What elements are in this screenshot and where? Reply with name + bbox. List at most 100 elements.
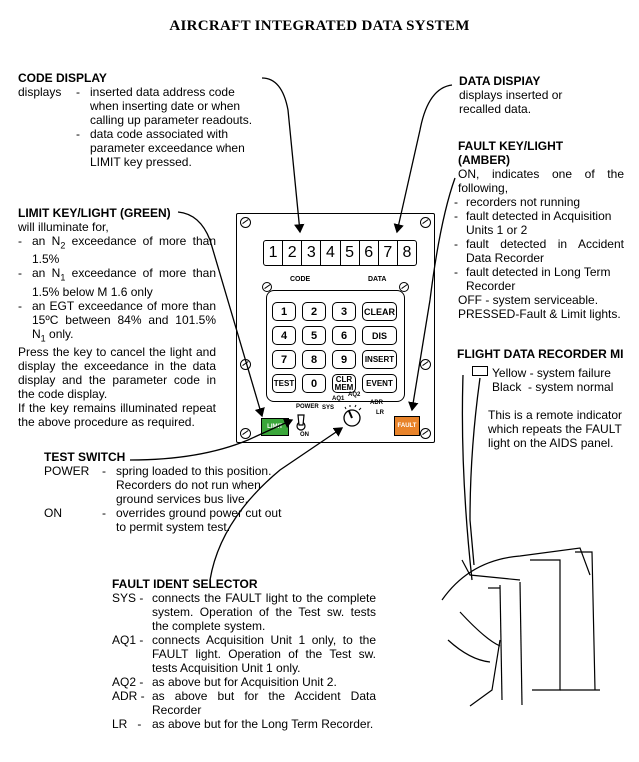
digit-cell: 2: [282, 241, 301, 265]
code-display-section: CODE DISPLAY displays - inserted data ad…: [18, 71, 258, 169]
selector-key: AQ2 -: [112, 675, 144, 689]
test-switch-on: ON-overrides ground power cut out to per…: [44, 506, 284, 534]
fault-key-item: -fault detected in Acquisition Units 1 o…: [454, 209, 624, 237]
key-3[interactable]: 3: [332, 302, 356, 321]
fdr-heading: FLIGHT DATA RECORDER MI: [457, 347, 624, 361]
power-text: spring loaded to this position. Recorder…: [116, 464, 272, 506]
selector-text: as above but for the Accident Data Recor…: [152, 689, 376, 717]
fdr-yellow: Yellow - system failure: [492, 366, 611, 380]
selector-key: LR -: [112, 717, 142, 731]
screw-icon: [420, 428, 431, 439]
keypad-frame: [266, 290, 405, 402]
limit-item3-sub: 1: [40, 333, 46, 344]
limit-item1-sub: 2: [60, 240, 66, 251]
key-0[interactable]: 0: [302, 374, 326, 393]
keypad: 1 2 3 CLEAR 4 5 6 DIS 7 8 9 INSERT TEST …: [272, 302, 399, 395]
screw-icon: [240, 217, 251, 228]
digit-cell: 8: [396, 241, 416, 265]
limit-item: -an N1 exceedance of more than 1.5% belo…: [18, 266, 216, 299]
sel-lr: LR: [376, 410, 384, 416]
fault-key-item: -fault detected in Long Term Recorder: [454, 265, 624, 293]
key-4[interactable]: 4: [272, 326, 296, 345]
test-switch-heading: TEST SWITCH: [44, 450, 126, 464]
digit-cell: 3: [301, 241, 320, 265]
test-key[interactable]: TEST: [272, 374, 296, 393]
limit-item1-pre: an N: [32, 234, 61, 248]
test-switch-section: TEST SWITCH POWER-spring loaded to this …: [44, 450, 284, 534]
fdr-black: Black - system normal: [492, 380, 614, 394]
selector-section: FAULT IDENT SELECTOR SYS -connects the F…: [112, 577, 376, 731]
digit-cell: 7: [377, 241, 397, 265]
code-display-item2: - data code associated with parameter ex…: [18, 127, 258, 169]
fault-key-heading: FAULT KEY/LIGHT: [458, 139, 564, 153]
data-display-text: displays inserted or recalled data.: [459, 88, 563, 116]
selector-key: ADR -: [112, 689, 145, 703]
sel-aq2: AQ2: [348, 392, 361, 398]
fault-key-item: -recorders not running: [454, 195, 624, 209]
data-label: DATA: [368, 276, 387, 283]
selector-row: LR - as above but for the Long Term Recor…: [112, 717, 376, 731]
selector-row: AQ2 -as above but for Acquisition Unit 2…: [112, 675, 376, 689]
key-9[interactable]: 9: [332, 350, 356, 369]
recorder-sketch: [441, 547, 600, 707]
limit-item3-pre: an EGT exceedance of more than 15ºC betw…: [32, 298, 216, 341]
sel-sys: SYS: [322, 405, 335, 411]
code-display-item1-text: inserted data address code when insertin…: [90, 85, 253, 127]
data-display-heading: DATA DISPIAY: [459, 74, 541, 88]
limit-key-para1: Press the key to cancel the light and di…: [18, 345, 216, 402]
code-display-item2-text: data code associated with parameter exce…: [90, 127, 245, 169]
fdr-remote: This is a remote indicator which repeats…: [488, 408, 623, 450]
fault-key-light[interactable]: FAULT: [394, 416, 420, 436]
fdr-indicator-box: [472, 366, 488, 376]
sel-aq1: AQ1: [332, 396, 345, 402]
limit-key-intro: will illuminate for,: [18, 220, 109, 234]
fault-key-intro: ON, indicates one of the following,: [458, 167, 624, 195]
key-6[interactable]: 6: [332, 326, 356, 345]
key-8[interactable]: 8: [302, 350, 326, 369]
fault-key-section: FAULT KEY/LIGHT (AMBER) ON, indicates on…: [454, 139, 624, 321]
screw-icon: [262, 282, 272, 292]
fault-key-subheading: (AMBER): [458, 153, 510, 167]
selector-text: as above but for the Long Term Recorder.: [152, 717, 374, 731]
key-7[interactable]: 7: [272, 350, 296, 369]
screw-icon: [399, 282, 409, 292]
fault-key-item-text: fault detected in Acquisition Units 1 or…: [466, 209, 612, 237]
key-2[interactable]: 2: [302, 302, 326, 321]
screw-icon: [420, 217, 431, 228]
key-1[interactable]: 1: [272, 302, 296, 321]
digit-display: 1 2 3 4 5 6 7 8: [263, 240, 417, 266]
code-display-item1: displays - inserted data address code wh…: [18, 85, 258, 127]
limit-item3-post: only.: [45, 326, 74, 341]
test-switch-power: POWER-spring loaded to this position. Re…: [44, 464, 284, 506]
digit-cell: 6: [358, 241, 378, 265]
limit-item: -an EGT exceedance of more than 15ºC bet…: [18, 298, 216, 344]
digit-cell: 4: [320, 241, 339, 265]
key-5[interactable]: 5: [302, 326, 326, 345]
dash: -: [76, 127, 80, 141]
test-switch-icon[interactable]: [294, 412, 308, 432]
limit-item2-post: exceedance of more than 1.5% below M 1.6…: [32, 266, 216, 299]
limit-item2-pre: an N: [32, 266, 61, 281]
fault-key-item-text: recorders not running: [466, 195, 581, 209]
power-label: POWER: [296, 404, 319, 410]
fault-key-off: OFF - system serviceable.: [458, 293, 599, 307]
fault-key-item-text: fault detected in Long Term Recorder: [466, 265, 611, 293]
clear-key[interactable]: CLEAR: [362, 302, 397, 321]
selector-row: ADR - as above but for the Accident Data …: [112, 689, 376, 717]
screw-icon: [420, 359, 431, 370]
code-display-label: displays: [18, 85, 62, 99]
selector-knob-icon[interactable]: [340, 404, 364, 430]
event-key[interactable]: EVENT: [362, 374, 397, 393]
code-label: CODE: [290, 276, 311, 283]
fault-key-item: -fault detected in Accident Data Recorde…: [454, 237, 624, 265]
limit-key-para2: If the key remains illuminated repeat th…: [18, 401, 216, 430]
on-label: ON: [300, 432, 309, 438]
selector-heading: FAULT IDENT SELECTOR: [112, 577, 258, 591]
dis-key[interactable]: DIS: [362, 326, 397, 345]
dash: -: [76, 85, 80, 99]
selector-key: SYS -: [112, 591, 144, 605]
limit-item: -an N2 exceedance of more than 1.5%: [18, 234, 216, 267]
clr-mem-key[interactable]: CLR MEM: [332, 374, 356, 393]
screw-icon: [240, 428, 251, 439]
insert-key[interactable]: INSERT: [362, 350, 397, 369]
